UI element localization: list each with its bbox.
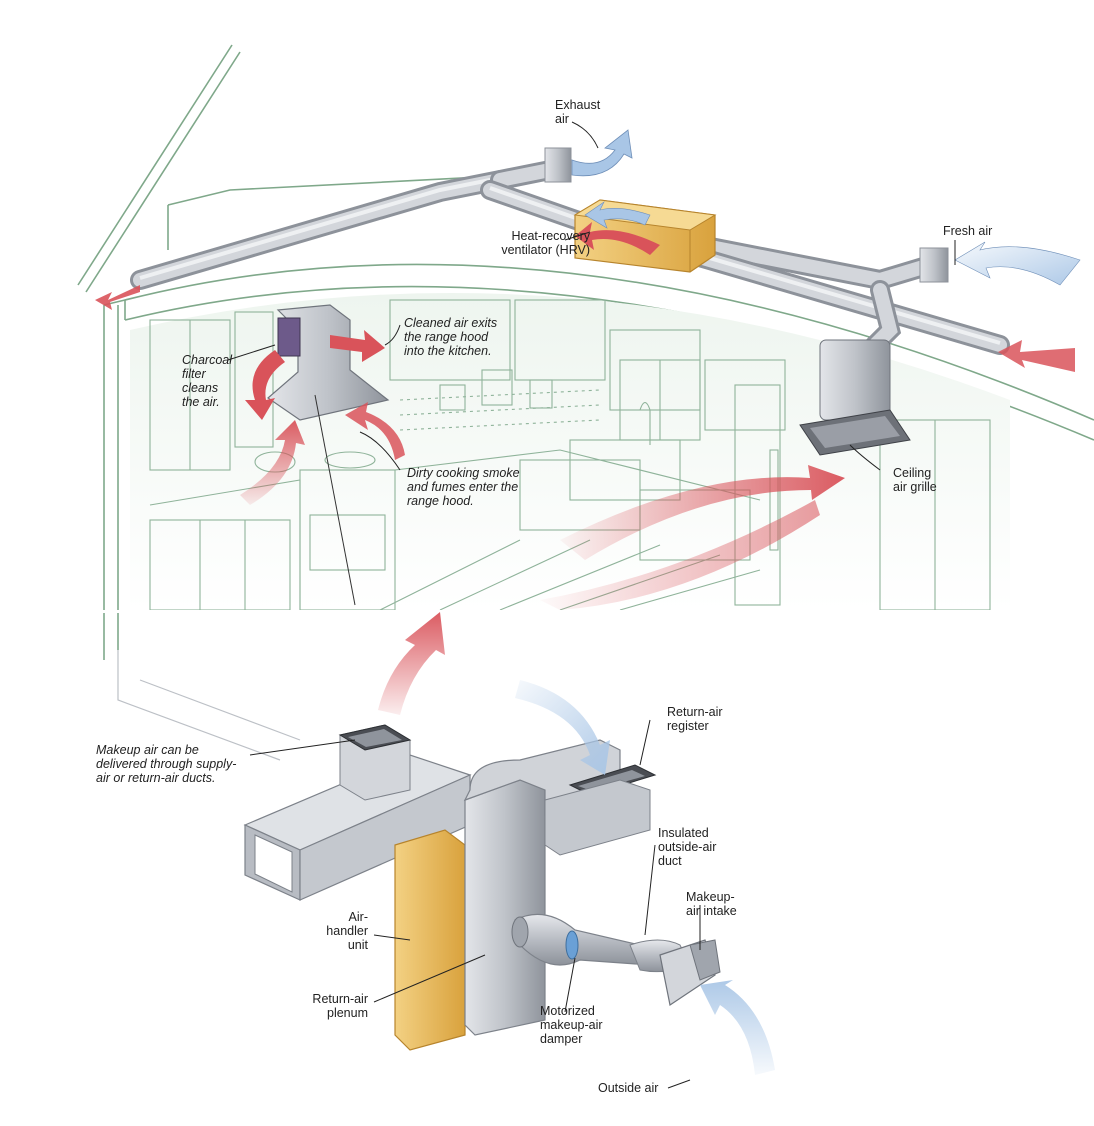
makeup-intake-label: Makeup- air intake [686,890,737,918]
leader-lines [227,121,956,1089]
hrv-label: Heat-recovery ventilator (HRV) [501,229,590,257]
ceiling-grille-label: Ceiling air grille [893,466,937,494]
insulated-duct-label: Insulated outside-air duct [658,826,717,868]
return-plenum-label: Return-air plenum [312,992,368,1020]
return-register-label: Return-air register [667,705,723,733]
damper-label: Motorized makeup-air damper [540,1004,603,1046]
exhaust-air-label: Exhaust air [555,98,601,126]
warm-air-arrows [95,222,1075,715]
outside-air-label: Outside air [598,1081,659,1095]
charcoal-filter-label: Charcoal filter cleans the air. [182,353,233,409]
basement-equipment [117,650,721,1051]
cleaned-air-label: Cleaned air exits the range hood into th… [404,316,498,358]
range-hood [267,304,390,606]
cool-air-arrows [515,129,1081,1075]
air-handler-label: Air- handler unit [326,910,368,952]
makeup-delivered-label: Makeup air can be delivered through supp… [96,743,237,785]
fresh-air-label: Fresh air [943,224,993,238]
kitchen-cut [0,610,1094,613]
dirty-smoke-label: Dirty cooking smoke and fumes enter the … [407,466,520,508]
